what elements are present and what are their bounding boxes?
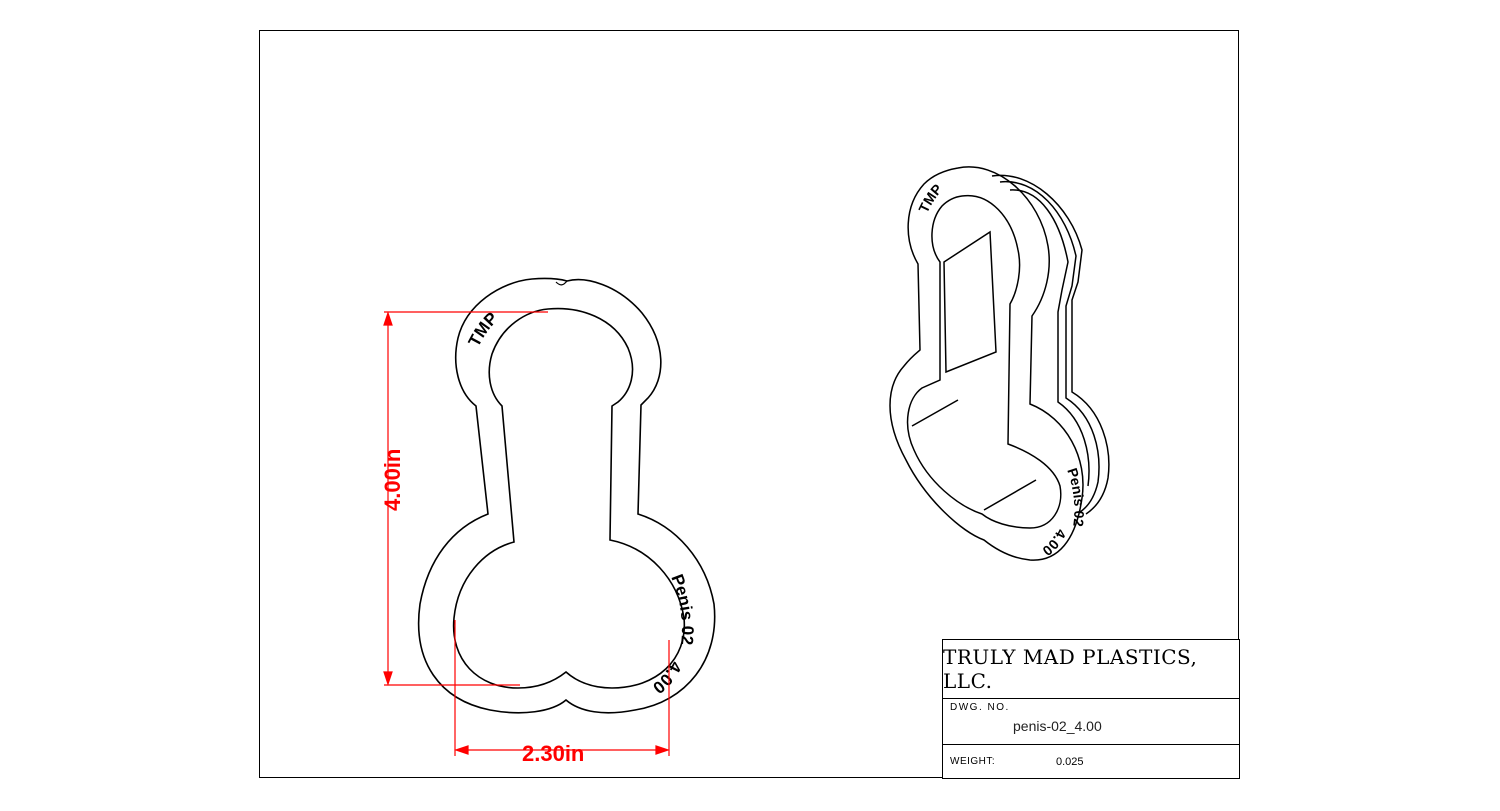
front-top-notch bbox=[555, 280, 568, 286]
weight-label: WEIGHT: bbox=[950, 756, 996, 767]
iso-inner-wall-bottom bbox=[911, 399, 1037, 511]
iso-model-label: Penis 02 bbox=[1064, 466, 1087, 528]
height-dimension bbox=[383, 311, 548, 686]
weight-value: 0.025 bbox=[1056, 756, 1084, 768]
isometric-view bbox=[889, 166, 1110, 561]
weight-row: WEIGHT: 0.025 bbox=[943, 745, 1239, 780]
width-dimension bbox=[454, 620, 670, 756]
height-dimension-label: 4.00in bbox=[380, 449, 405, 511]
drawing-number-label: DWG. NO. bbox=[950, 702, 1010, 713]
front-model-label: Penis 02 bbox=[667, 572, 697, 646]
front-outer-outline bbox=[417, 277, 716, 714]
iso-back-layer-2 bbox=[999, 181, 1100, 513]
iso-back-layer-1 bbox=[991, 174, 1110, 515]
drawing-sheet-border bbox=[259, 30, 1239, 778]
iso-brand-mark: TMP bbox=[915, 181, 945, 215]
title-block: TRULY MAD PLASTICS, LLC. DWG. NO. penis-… bbox=[942, 639, 1240, 779]
company-name: TRULY MAD PLASTICS, LLC. bbox=[943, 640, 1239, 699]
iso-outer-outline bbox=[889, 166, 1084, 561]
drawing-number-value: penis-02_4.00 bbox=[1013, 718, 1102, 734]
front-inner-outline bbox=[452, 307, 686, 689]
drawing-number-row: DWG. NO. penis-02_4.00 bbox=[943, 699, 1239, 745]
iso-inner-wall bbox=[943, 230, 997, 374]
width-dimension-label: 2.30in bbox=[522, 741, 584, 766]
iso-inner-outline bbox=[906, 194, 1062, 529]
iso-back-layer-3 bbox=[1009, 189, 1090, 487]
